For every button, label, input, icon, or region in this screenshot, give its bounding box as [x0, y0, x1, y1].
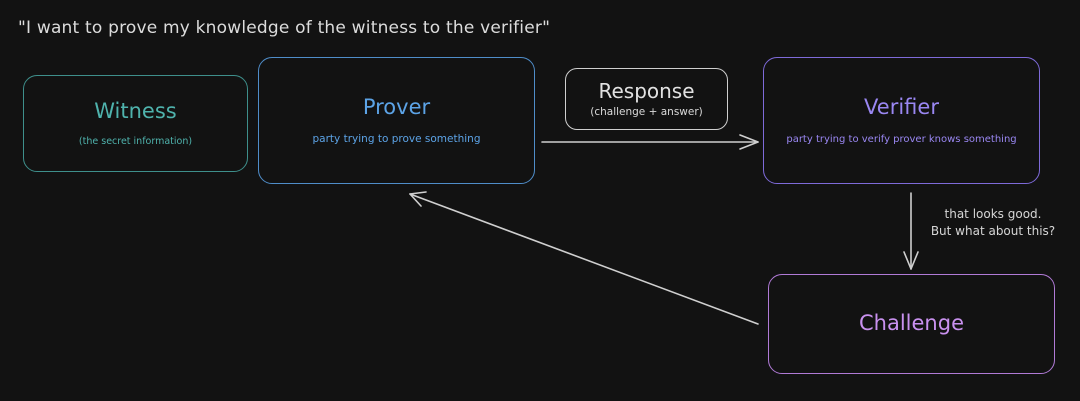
quote-text: "I want to prove my knowledge of the wit… — [18, 18, 551, 38]
prover-subtitle: party trying to prove something — [312, 133, 481, 146]
verifier-box: Verifier party trying to verify prover k… — [763, 57, 1040, 184]
challenge-box: Challenge — [768, 274, 1055, 374]
verifier-title: Verifier — [864, 95, 939, 120]
prover-to-verifier-arrow — [541, 134, 759, 150]
witness-subtitle: (the secret information) — [78, 135, 193, 147]
witness-box: Witness (the secret information) — [23, 75, 248, 172]
response-subtitle: (challenge + answer) — [590, 106, 703, 118]
response-title: Response — [598, 79, 695, 103]
note-line-2: But what about this? — [930, 224, 1056, 238]
challenge-to-prover-arrow — [409, 191, 759, 325]
prover-box: Prover party trying to prove something — [258, 57, 535, 184]
response-box: Response (challenge + answer) — [565, 68, 728, 130]
verifier-note: that looks good. But what about this? — [918, 206, 1068, 240]
prover-title: Prover — [362, 94, 431, 119]
note-line-1: that looks good. — [944, 207, 1042, 221]
witness-title: Witness — [94, 99, 177, 124]
challenge-title: Challenge — [859, 311, 964, 336]
verifier-to-challenge-arrow — [903, 192, 919, 270]
verifier-subtitle: party trying to verify prover knows some… — [786, 133, 1017, 145]
